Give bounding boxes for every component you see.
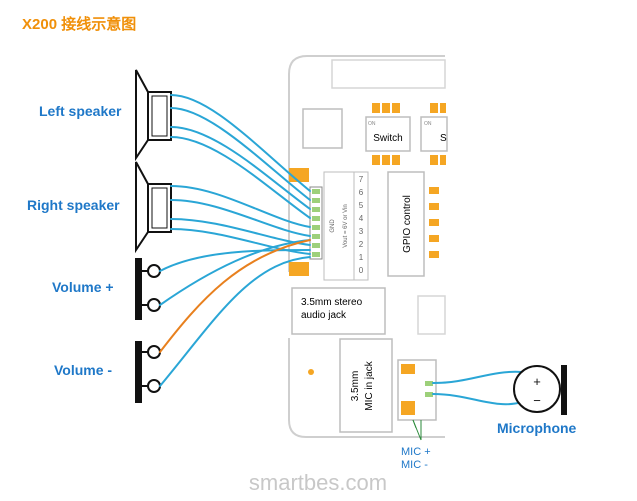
wire-left-speaker-3	[170, 126, 311, 210]
wire-right-speaker-2	[170, 199, 311, 237]
microphone-icon: + −	[513, 365, 567, 415]
gpio-pin-7: 7	[359, 175, 364, 184]
mic-pad-block	[397, 359, 437, 421]
gpio-pin-2: 2	[359, 240, 364, 249]
wire-volume-plus-2	[159, 239, 311, 306]
speaker-terminal-header	[289, 168, 323, 276]
gpio-control-label: GPIO control	[402, 195, 413, 253]
switch-label-1: Switch	[373, 133, 402, 144]
mic-plus-label: MIC +	[401, 446, 431, 458]
board-mounting-dot	[308, 369, 314, 375]
wire-volume-minus-ground	[159, 239, 311, 353]
board-header-block	[331, 59, 446, 89]
gpio-pin-6: 6	[359, 188, 364, 197]
diagram-title: X200 接线示意图	[22, 15, 136, 33]
microphone-minus-sign: −	[533, 393, 541, 408]
switch-block-1: ON Switch	[365, 103, 411, 165]
power-pin-block: GND Vout = 6V or Vin	[323, 171, 355, 281]
mic-pin-pointer	[412, 419, 422, 441]
board-outline-top	[288, 55, 445, 272]
mic-minus-label: MIC -	[401, 459, 428, 471]
left-speaker-icon	[135, 69, 172, 162]
right-speaker-label: Right speaker	[27, 197, 120, 213]
volume-minus-label: Volume -	[54, 362, 112, 378]
right-speaker-icon	[135, 161, 172, 254]
mic-jack-label-line1: 3.5mm	[350, 371, 361, 402]
left-speaker-label: Left speaker	[39, 103, 122, 119]
gpio-pin-4: 4	[359, 214, 364, 223]
switch-on-label-2: ON	[424, 121, 432, 127]
volume-minus-button-icon	[135, 341, 161, 403]
wire-volume-plus-1	[159, 249, 311, 272]
mic-jack-label-line2: MIC in jack	[364, 360, 375, 410]
gpio-pin-5: 5	[359, 201, 364, 210]
audio-jack-label-line2: audio jack	[301, 310, 347, 321]
board-component	[417, 295, 446, 335]
stereo-audio-jack: 3.5mm stereo audio jack	[291, 287, 386, 335]
switch-label-2: S	[440, 133, 447, 144]
mic-in-jack: 3.5mm MIC in jack	[339, 338, 393, 433]
power-vout-label: Vout = 6V or Vin	[343, 204, 349, 247]
wire-right-speaker-4	[170, 228, 311, 255]
gpio-pin-numbers: 7 6 5 4 3 2 1 0	[353, 171, 369, 281]
volume-plus-label: Volume +	[52, 279, 114, 295]
board-chip	[302, 108, 343, 149]
microphone-plus-sign: +	[533, 374, 541, 389]
wire-right-speaker-1	[170, 185, 311, 228]
gpio-control-block: GPIO control	[387, 171, 439, 277]
wire-mic-plus	[432, 370, 523, 384]
board-outline-bottom	[288, 338, 445, 438]
audio-jack-label-line1: 3.5mm stereo	[301, 297, 363, 308]
switch-on-label-1: ON	[368, 121, 376, 127]
power-gnd-label: GND	[330, 219, 336, 233]
volume-plus-button-icon	[135, 258, 161, 320]
wire-left-speaker-1	[170, 94, 311, 192]
wires	[159, 94, 523, 406]
gpio-pin-1: 1	[359, 253, 364, 262]
wire-left-speaker-2	[170, 107, 311, 201]
watermark: smartbes.com	[249, 470, 387, 495]
microphone-label: Microphone	[497, 420, 577, 436]
switch-block-2: ON S	[420, 103, 448, 165]
gpio-pin-3: 3	[359, 227, 364, 236]
gpio-pin-0: 0	[359, 266, 364, 275]
wire-volume-minus-signal	[159, 256, 311, 387]
wire-left-speaker-4	[170, 136, 311, 219]
wire-mic-minus	[432, 393, 523, 406]
